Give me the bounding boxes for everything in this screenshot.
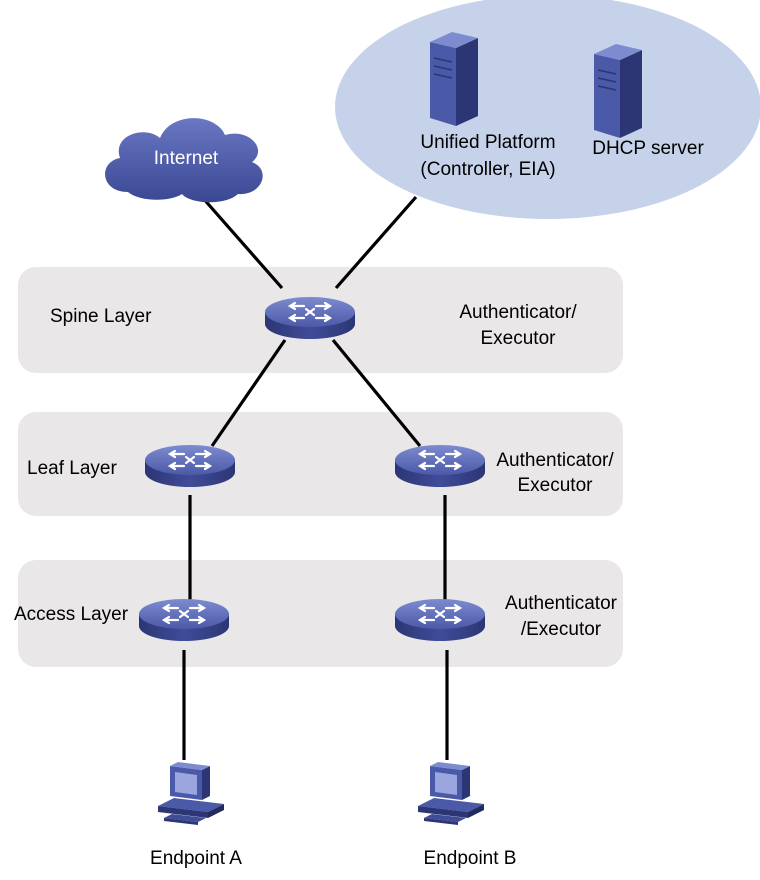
endpoint-b-label: Endpoint B (424, 848, 517, 869)
endpoint-a-label: Endpoint A (150, 848, 242, 869)
link-server-spine (334, 195, 418, 290)
endpoint-a-pc-icon (158, 762, 224, 825)
link-spine-leaf-right (331, 338, 422, 448)
links (182, 195, 449, 760)
spine-role-line2: Executor (481, 328, 557, 349)
internet-label: Internet (154, 148, 219, 169)
dhcp-server-label: DHCP server (592, 138, 704, 159)
leaf-role-line2: Executor (518, 475, 594, 496)
leaf-switch-left-icon (143, 443, 237, 489)
endpoint-b-pc-icon (418, 762, 484, 825)
leaf-role-line1: Authenticator/ (496, 450, 614, 471)
access-switch-left-icon (137, 597, 231, 643)
spine-switch-icon (263, 295, 357, 341)
link-internet-spine (200, 195, 284, 290)
leaf-layer-band (18, 412, 623, 516)
access-layer-label: Access Layer (14, 604, 129, 625)
internet-cloud-icon (105, 118, 263, 203)
unified-platform-label-line2: (Controller, EIA) (420, 159, 555, 180)
access-switch-right-icon (393, 597, 487, 643)
access-role-line2: /Executor (521, 619, 602, 640)
link-spine-leaf-left (210, 339, 287, 447)
unified-platform-label-line1: Unified Platform (420, 132, 555, 153)
spine-layer-label: Spine Layer (50, 306, 152, 327)
dhcp-server-icon (593, 43, 643, 139)
access-layer-band (18, 560, 623, 667)
leaf-layer-label: Leaf Layer (27, 458, 117, 479)
spine-role-line1: Authenticator/ (459, 302, 577, 323)
access-role-line1: Authenticator (505, 593, 618, 614)
server-zone (335, 0, 760, 219)
unified-platform-server-icon (429, 31, 479, 127)
leaf-switch-right-icon (393, 443, 487, 489)
